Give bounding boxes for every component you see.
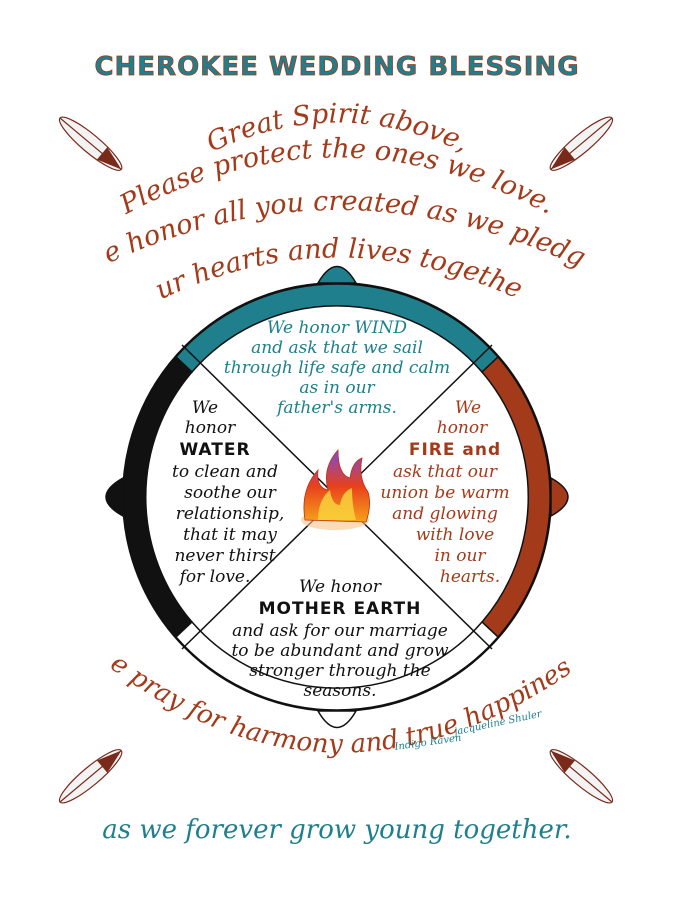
fire-line-1: We	[455, 398, 481, 418]
feather-icon-bottom-right	[549, 749, 614, 804]
water-line-9: for love.	[178, 567, 251, 587]
right-finial	[550, 476, 569, 518]
feather-icon-top-left	[58, 116, 123, 171]
water-line-6: relationship,	[176, 504, 285, 524]
earth-rim	[174, 620, 500, 711]
earth-line-3: and ask for our marriage	[232, 621, 448, 641]
closing-line: as we forever grow young together.	[102, 815, 571, 845]
fire-line-6: and glowing	[392, 504, 498, 524]
earth-line-4: to be abundant and grow	[231, 641, 449, 661]
page-title: CHEROKEE WEDDING BLESSING	[94, 52, 579, 82]
wind-quadrant: We honor WIND and ask that we sail throu…	[224, 318, 450, 418]
earth-line-6: seasons.	[304, 681, 377, 701]
flame-icon	[301, 448, 370, 530]
bottom-finial	[316, 710, 358, 729]
feather-icon-bottom-left	[58, 749, 123, 804]
water-line-2: honor	[185, 418, 236, 438]
fire-line-3: FIRE and	[409, 440, 501, 460]
water-line-3: WATER	[179, 440, 250, 460]
top-finial	[316, 265, 358, 284]
wind-line-4: as in our	[299, 378, 375, 398]
fire-quadrant: We honor FIRE and ask that our union be …	[380, 398, 509, 587]
wind-line-2: and ask that we sail	[251, 338, 423, 358]
feather-icon-top-right	[549, 116, 614, 171]
water-line-7: that it may	[183, 525, 277, 545]
water-line-1: We	[192, 398, 218, 418]
fire-line-8: in our	[434, 546, 486, 566]
fire-line-2: honor	[437, 418, 488, 438]
earth-quadrant: We honor MOTHER EARTH and ask for our ma…	[231, 577, 449, 701]
water-line-4: to clean and	[172, 462, 278, 482]
earth-line-1: We honor	[299, 577, 382, 597]
wind-line-1: We honor WIND	[267, 318, 408, 338]
fire-line-5: union be warm	[380, 483, 509, 503]
fire-line-9: hearts.	[440, 567, 500, 587]
earth-line-5: stronger through the	[249, 661, 431, 681]
water-quadrant: We honor WATER to clean and soothe our r…	[172, 398, 284, 587]
water-line-8: never thirst	[174, 546, 275, 566]
wind-line-5: father's arms.	[275, 398, 397, 418]
fire-line-7: with love	[416, 525, 495, 545]
water-line-5: soothe our	[184, 483, 277, 503]
fire-line-4: ask that our	[393, 462, 498, 482]
earth-line-2: MOTHER EARTH	[259, 599, 422, 619]
left-finial	[105, 476, 124, 518]
wind-line-3: through life safe and calm	[224, 358, 450, 378]
